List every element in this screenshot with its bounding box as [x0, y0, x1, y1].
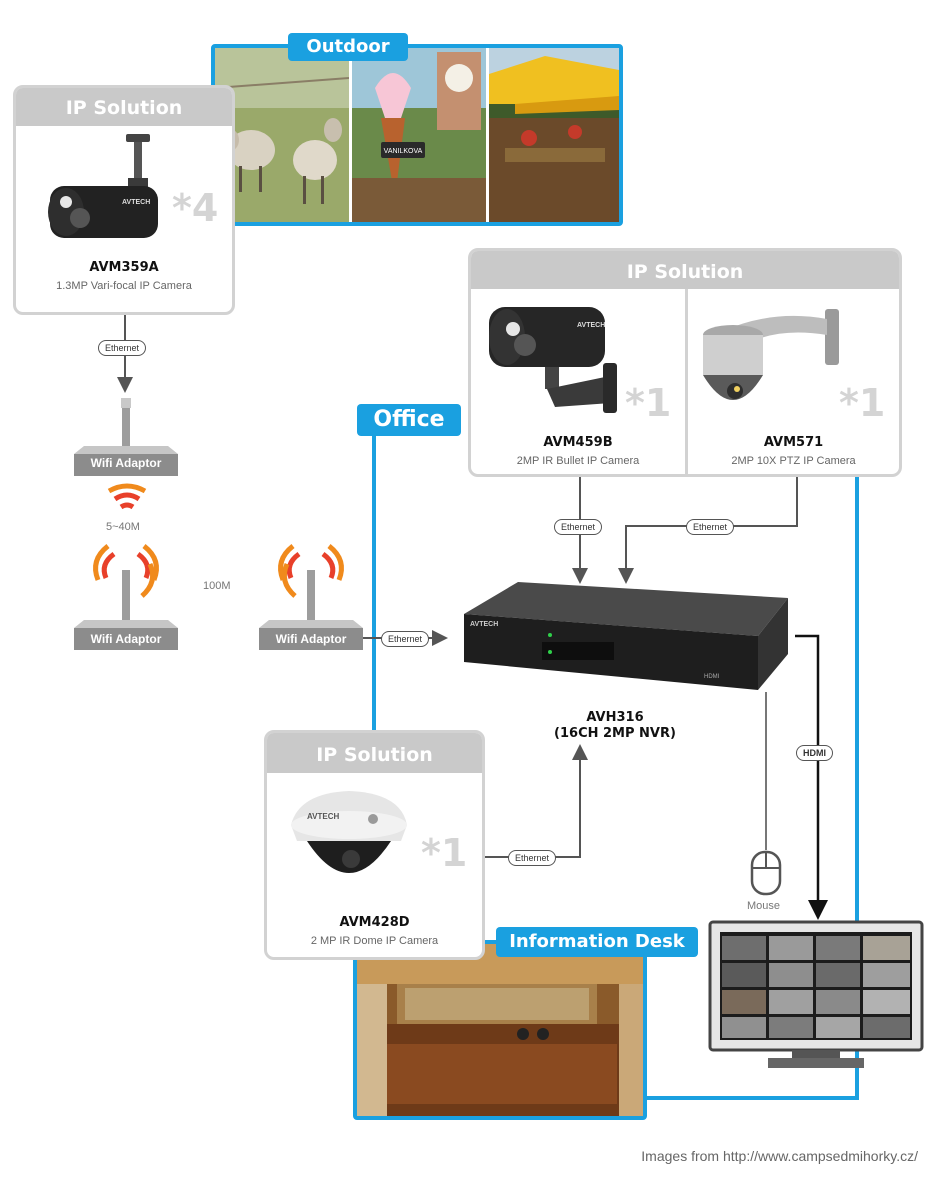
camera-count: *1	[421, 831, 468, 875]
wifi-adaptor-2-label: Wifi Adaptor	[90, 632, 162, 646]
wifi-adaptor-3-icon	[259, 544, 363, 650]
nvr-hdmi-badge: HDMI	[704, 674, 720, 680]
ethernet-label-adaptor: Ethernet	[381, 631, 430, 647]
bullet-camera-image: AVTECH	[48, 134, 158, 238]
wifi-adaptor-1-label: Wifi Adaptor	[90, 456, 162, 470]
nvr-description: (16CH 2MP NVR)	[554, 726, 676, 741]
wifi-adaptor-1-icon	[74, 398, 178, 476]
image-credit: Images from http://www.campsedmihorky.cz…	[641, 1148, 918, 1164]
information-desk-title: Information Desk	[496, 927, 698, 957]
wifi-adaptor-3-label: Wifi Adaptor	[275, 632, 347, 646]
outdoor-title: Outdoor	[288, 33, 408, 61]
camera-model: AVM359A	[89, 260, 159, 275]
camera-brand: AVTECH	[307, 812, 340, 821]
camera-description: 1.3MP Vari-focal IP Camera	[56, 280, 192, 292]
camera-description: 2 MP IR Dome IP Camera	[310, 935, 439, 947]
camera-count: *1	[839, 381, 886, 425]
card-heading: IP Solution	[471, 251, 899, 289]
camera-description: 2MP IR Bullet IP Camera	[516, 455, 640, 467]
ethernet-label-avm428d: Ethernet	[508, 850, 557, 866]
nvr-device-image: AVTECH HDMI	[464, 582, 788, 690]
nvr-model: AVH316	[586, 710, 644, 725]
information-desk-photo	[357, 944, 643, 1116]
range-label-5-40m: 5~40M	[106, 521, 140, 533]
ip-solution-card-office: IP Solution AVTECH *1 AVM459B 2MP IR Bul…	[468, 248, 902, 477]
card-heading: IP Solution	[267, 733, 482, 773]
camera-model: AVM571	[763, 435, 824, 450]
monitor-image	[708, 920, 924, 1068]
ethernet-label-avm571: Ethernet	[686, 519, 735, 535]
wifi-adaptor-2-icon	[74, 544, 178, 650]
mouse-icon	[750, 850, 782, 896]
card-divider	[685, 289, 688, 474]
wifi-signal-icon	[107, 483, 147, 510]
ip-solution-card-avm359a: IP Solution AVTECH *4 AVM359A 1.3MP Vari…	[13, 85, 235, 315]
mouse-label: Mouse	[747, 900, 781, 912]
camera-brand: AVTECH	[122, 199, 150, 206]
camera-model: AVM428D	[339, 915, 410, 930]
hdmi-label: HDMI	[796, 745, 833, 761]
outdoor-photo-frame: VANILKOVA	[211, 44, 623, 226]
link-nvr-monitor	[795, 634, 828, 920]
camera-count: *1	[625, 381, 672, 425]
nvr-brand: AVTECH	[470, 621, 498, 628]
range-label-100m: 100M	[203, 580, 231, 592]
camera-brand: AVTECH	[577, 322, 605, 329]
camera-count: *4	[172, 186, 219, 230]
information-desk-photo-frame	[353, 940, 647, 1120]
link-avm428d-nvr	[468, 744, 588, 858]
card-heading: IP Solution	[16, 88, 232, 126]
ethernet-label-avm459b: Ethernet	[554, 519, 603, 535]
ir-bullet-camera-image: AVTECH	[489, 307, 617, 413]
ptz-camera-image	[703, 309, 839, 400]
ip-solution-card-avm428d: IP Solution AVTECH *1 AVM428D 2 MP IR Do…	[264, 730, 485, 960]
outdoor-photos: VANILKOVA	[215, 48, 619, 222]
ice-cream-sign: VANILKOVA	[384, 148, 423, 155]
ethernet-label-left: Ethernet	[98, 340, 147, 356]
camera-grid	[722, 936, 910, 1038]
camera-description: 2MP 10X PTZ IP Camera	[731, 455, 856, 467]
office-title: Office	[357, 404, 461, 436]
camera-model: AVM459B	[543, 435, 613, 450]
dome-camera-image: AVTECH	[291, 791, 407, 873]
office-boundary-right	[640, 470, 859, 1100]
